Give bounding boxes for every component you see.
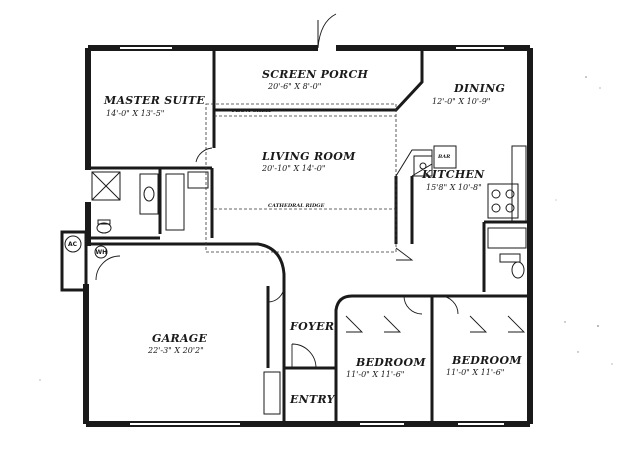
kitchen-name: KITCHEN (421, 168, 485, 181)
garage-name: GARAGE (152, 332, 207, 345)
bar-label: BAR (437, 154, 450, 160)
bedroom-2-dims: 11'-0" X 11'-6" (446, 368, 504, 377)
bedroom-1-name: BEDROOM (355, 356, 426, 369)
entry-name: ENTRY (289, 393, 336, 406)
porch-door-arc (317, 13, 337, 49)
bedroom-2-name: BEDROOM (451, 354, 522, 367)
door-swings (95, 147, 526, 415)
cathedral-ridge-label: CATHEDRAL RIDGE (268, 203, 325, 209)
master-suite-dims: 14'-0" X 13'-5" (106, 109, 164, 118)
garage-dims: 22'-3" X 20'2" (147, 346, 204, 355)
scan-speckles (39, 76, 613, 381)
dining-dims: 12'-0" X 10'-9" (432, 97, 490, 106)
living-room-dims: 20'-10" X 14'-0" (261, 164, 326, 173)
wh-label: WH (96, 249, 108, 256)
plant-shelf-label: PLANT SHELF (231, 108, 273, 114)
bedroom-1-dims: 11'-0" X 11'-6" (346, 370, 404, 379)
foyer-name: FOYER (289, 320, 334, 333)
dining-name: DINING (453, 82, 505, 95)
ac-unit: AC WH (60, 230, 108, 292)
kitchen-fixtures: BAR (395, 145, 527, 279)
interior-walls (88, 48, 530, 424)
ac-label: AC (68, 241, 78, 248)
living-room-name: LIVING ROOM (261, 150, 356, 163)
kitchen-dims: 15'8" X 10'-8" (426, 183, 482, 192)
master-suite-name: MASTER SUITE (103, 94, 205, 107)
windows (120, 47, 504, 425)
master-bath-fixtures (91, 171, 209, 234)
dashed-lines (205, 103, 397, 253)
room-labels: MASTER SUITE 14'-0" X 13'-5" SCREEN PORC… (103, 68, 522, 406)
screen-porch-dims: 20'-6" X 8'-0" (267, 82, 321, 91)
screen-porch-name: SCREEN PORCH (262, 68, 369, 81)
